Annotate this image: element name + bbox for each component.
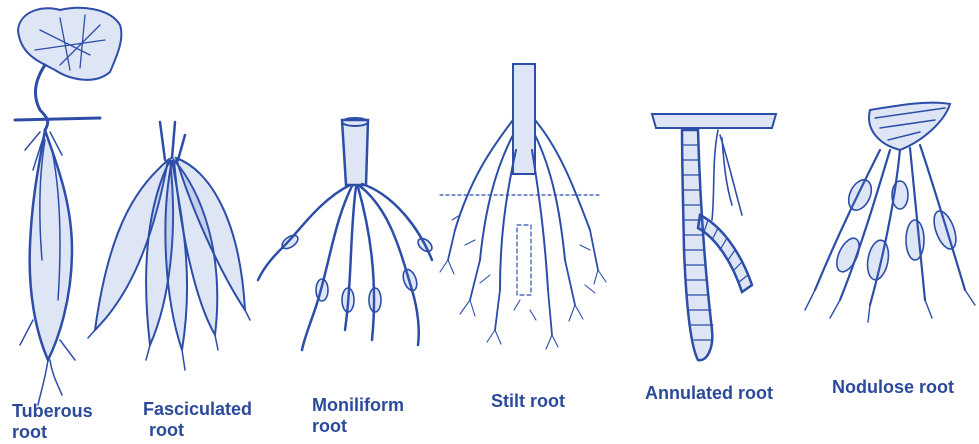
tuberous-root-label: Tuberous root [12,401,93,443]
nodulose-root-label: Nodulose root [832,377,954,398]
label-line: Moniliform [312,395,404,416]
annulated-root-label: Annulated root [645,383,773,404]
label-line: Tuberous [12,401,93,422]
label-line: root [312,416,404,437]
label-line: root [12,422,93,443]
label-line: Nodulose root [832,377,954,398]
label-line: root [143,420,252,441]
label-line: Fasciculated [143,399,252,420]
label-line: Stilt root [491,391,565,412]
fasciculated-root-label: Fasciculated root [143,399,252,441]
label-line: Annulated root [645,383,773,404]
moniliform-root-label: Moniliform root [312,395,404,437]
stilt-root-label: Stilt root [491,391,565,412]
